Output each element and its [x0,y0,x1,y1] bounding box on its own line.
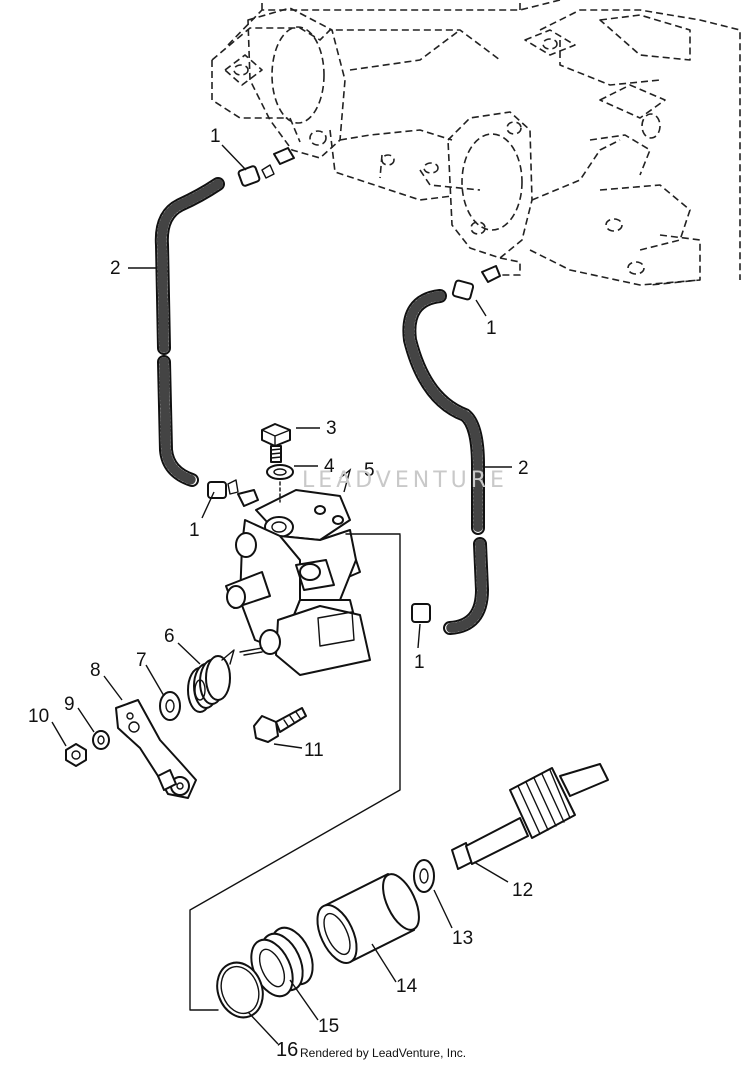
callout-3: 3 [326,418,337,439]
callout-9: 9 [64,694,75,715]
callout-10: 10 [28,706,49,727]
hose-clamp-mid-left [207,479,259,507]
callout-8: 8 [90,660,101,681]
hose-clamp-top-left [237,147,295,187]
assembly-reference-lines [189,533,401,1011]
bleed-screw [261,423,291,463]
callout-11: 11 [304,740,324,761]
shaft-washer [413,859,435,893]
callout-6: 6 [164,626,175,647]
return-spring [187,649,235,713]
oil-seal [250,926,314,998]
oil-pump-body [225,489,371,676]
callout-2-left: 2 [110,258,121,279]
control-lever [115,699,197,799]
lever-washer [159,691,181,721]
render-credit: Rendered by LeadVenture, Inc. [300,1046,467,1060]
hex-nut [65,743,87,767]
callout-14: 14 [396,976,418,997]
callout-13: 13 [452,928,473,949]
callout-1-mid-left: 1 [189,520,200,541]
oil-hose-left [154,177,225,487]
callout-2-right: 2 [518,458,529,479]
callout-12: 12 [512,880,533,901]
hose-clamp-top-right [451,265,501,301]
callout-4: 4 [324,456,335,477]
sealing-washer [266,464,294,503]
callout-1-top-right: 1 [486,318,497,339]
engine-block-outline [211,0,741,286]
lock-washer [92,730,110,750]
callout-16: 16 [276,1039,298,1061]
callout-7: 7 [136,650,147,671]
watermark: LEADVENTURE [302,468,508,493]
mounting-bolt [253,707,307,743]
callout-leaders [51,144,512,1045]
drive-gear-shaft [451,763,609,870]
callout-15: 15 [318,1016,339,1037]
oil-hose-right [402,289,490,635]
callout-1-top-left: 1 [210,126,221,147]
callout-5: 5 [364,460,375,481]
bushing-sleeve [316,873,420,964]
callout-1-mid-right: 1 [414,652,425,673]
retaining-ring [216,961,264,1019]
